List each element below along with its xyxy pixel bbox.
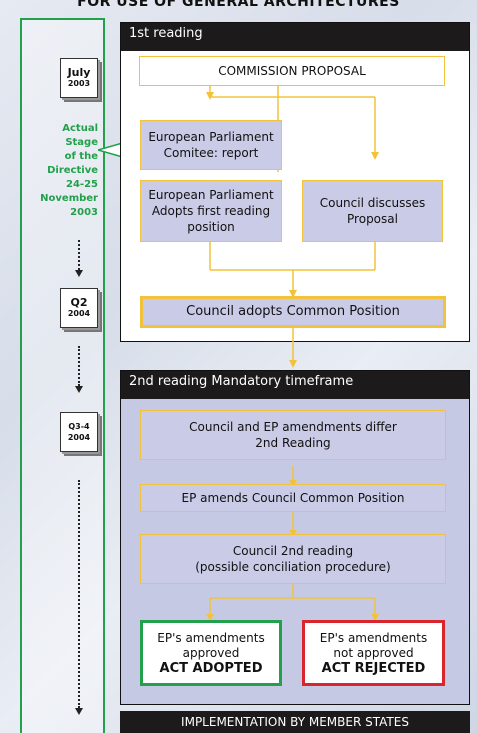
calendar-year: 2004 [67,433,91,442]
rejected-line: EP's amendments [319,630,428,645]
stage-line: 24-25 [66,179,98,190]
calendar-month: Q3-4 [68,422,90,431]
stage-line: of the [64,151,98,162]
stage-line: Actual [62,123,98,134]
timeline-arrow-icon [75,270,83,277]
council-discusses-box: Council discusses Proposal [302,180,443,242]
calendar-icon-q3-4-2004: Q3-4 2004 [60,412,98,452]
ep-adopts-line: European Parliament [148,188,274,202]
approved-line: EP's amendments [157,630,265,645]
ep-amends-box: EP amends Council Common Position [140,484,446,512]
amendments-differ-line: Council and EP amendments differ [189,420,397,434]
common-position-box: Council adopts Common Position [140,296,446,328]
act-rejected-label: ACT REJECTED [321,660,426,676]
actual-stage-label: Actual Stage of the Directive 24-25 Nove… [22,122,98,220]
rejected-line: not approved [333,645,414,660]
act-rejected-box: EP's amendments not approved ACT REJECTE… [302,620,445,686]
council-discusses-line: Council discusses [319,196,426,210]
second-reading-connectors [206,466,379,621]
timeline-arrow-icon [75,386,83,393]
ep-committee-box: European Parliament Comitee: report [140,120,282,170]
calendar-year: 2003 [67,79,91,88]
timeline-dotted-line [78,480,80,708]
commission-proposal-box: COMMISSION PROPOSAL [139,56,445,86]
stage-line: 2003 [70,207,98,218]
calendar-month: July [67,66,91,79]
ep-amends-label: EP amends Council Common Position [181,491,405,505]
first-reading-connectors [206,85,379,368]
council-second-reading-box: Council 2nd reading (possible conciliati… [140,534,446,584]
first-reading-header: 1st reading [121,23,469,51]
second-reading-header: 2nd reading Mandatory timeframe [121,371,469,399]
ep-committee-line: European Parliament [148,130,274,144]
act-adopted-box: EP's amendments approved ACT ADOPTED [140,620,282,686]
approved-line: approved [182,645,240,660]
timeline-dotted-line [78,346,80,386]
stage-line: Stage [65,137,98,148]
timeline-panel [20,18,105,733]
amendments-differ-box: Council and EP amendments differ 2nd Rea… [140,410,446,460]
page-title: FOR USE OF GENERAL ARCHITECTURES [77,0,400,10]
commission-proposal-label: COMMISSION PROPOSAL [218,64,366,78]
timeline-dotted-line [78,240,80,270]
act-adopted-label: ACT ADOPTED [159,660,263,676]
ep-adopts-line: Adopts first reading [151,204,271,218]
common-position-label: Council adopts Common Position [186,304,400,319]
stage-line: November [40,193,98,204]
council-second-line: (possible conciliation procedure) [195,560,391,574]
timeline-arrow-icon [75,708,83,715]
amendments-differ-line: 2nd Reading [255,436,331,450]
calendar-icon-q2-2004: Q2 2004 [60,288,98,328]
implementation-bar: IMPLEMENTATION BY MEMBER STATES [120,711,470,733]
council-second-line: Council 2nd reading [232,544,354,558]
ep-adopts-box: European Parliament Adopts first reading… [140,180,282,242]
ep-adopts-line: position [187,220,235,234]
council-discusses-line: Proposal [347,212,398,226]
ep-committee-line: Comitee: report [163,146,259,160]
calendar-year: 2004 [67,309,91,318]
calendar-icon-july-2003: July 2003 [60,58,98,98]
stage-line: Directive [47,165,98,176]
calendar-month: Q2 [70,296,88,309]
